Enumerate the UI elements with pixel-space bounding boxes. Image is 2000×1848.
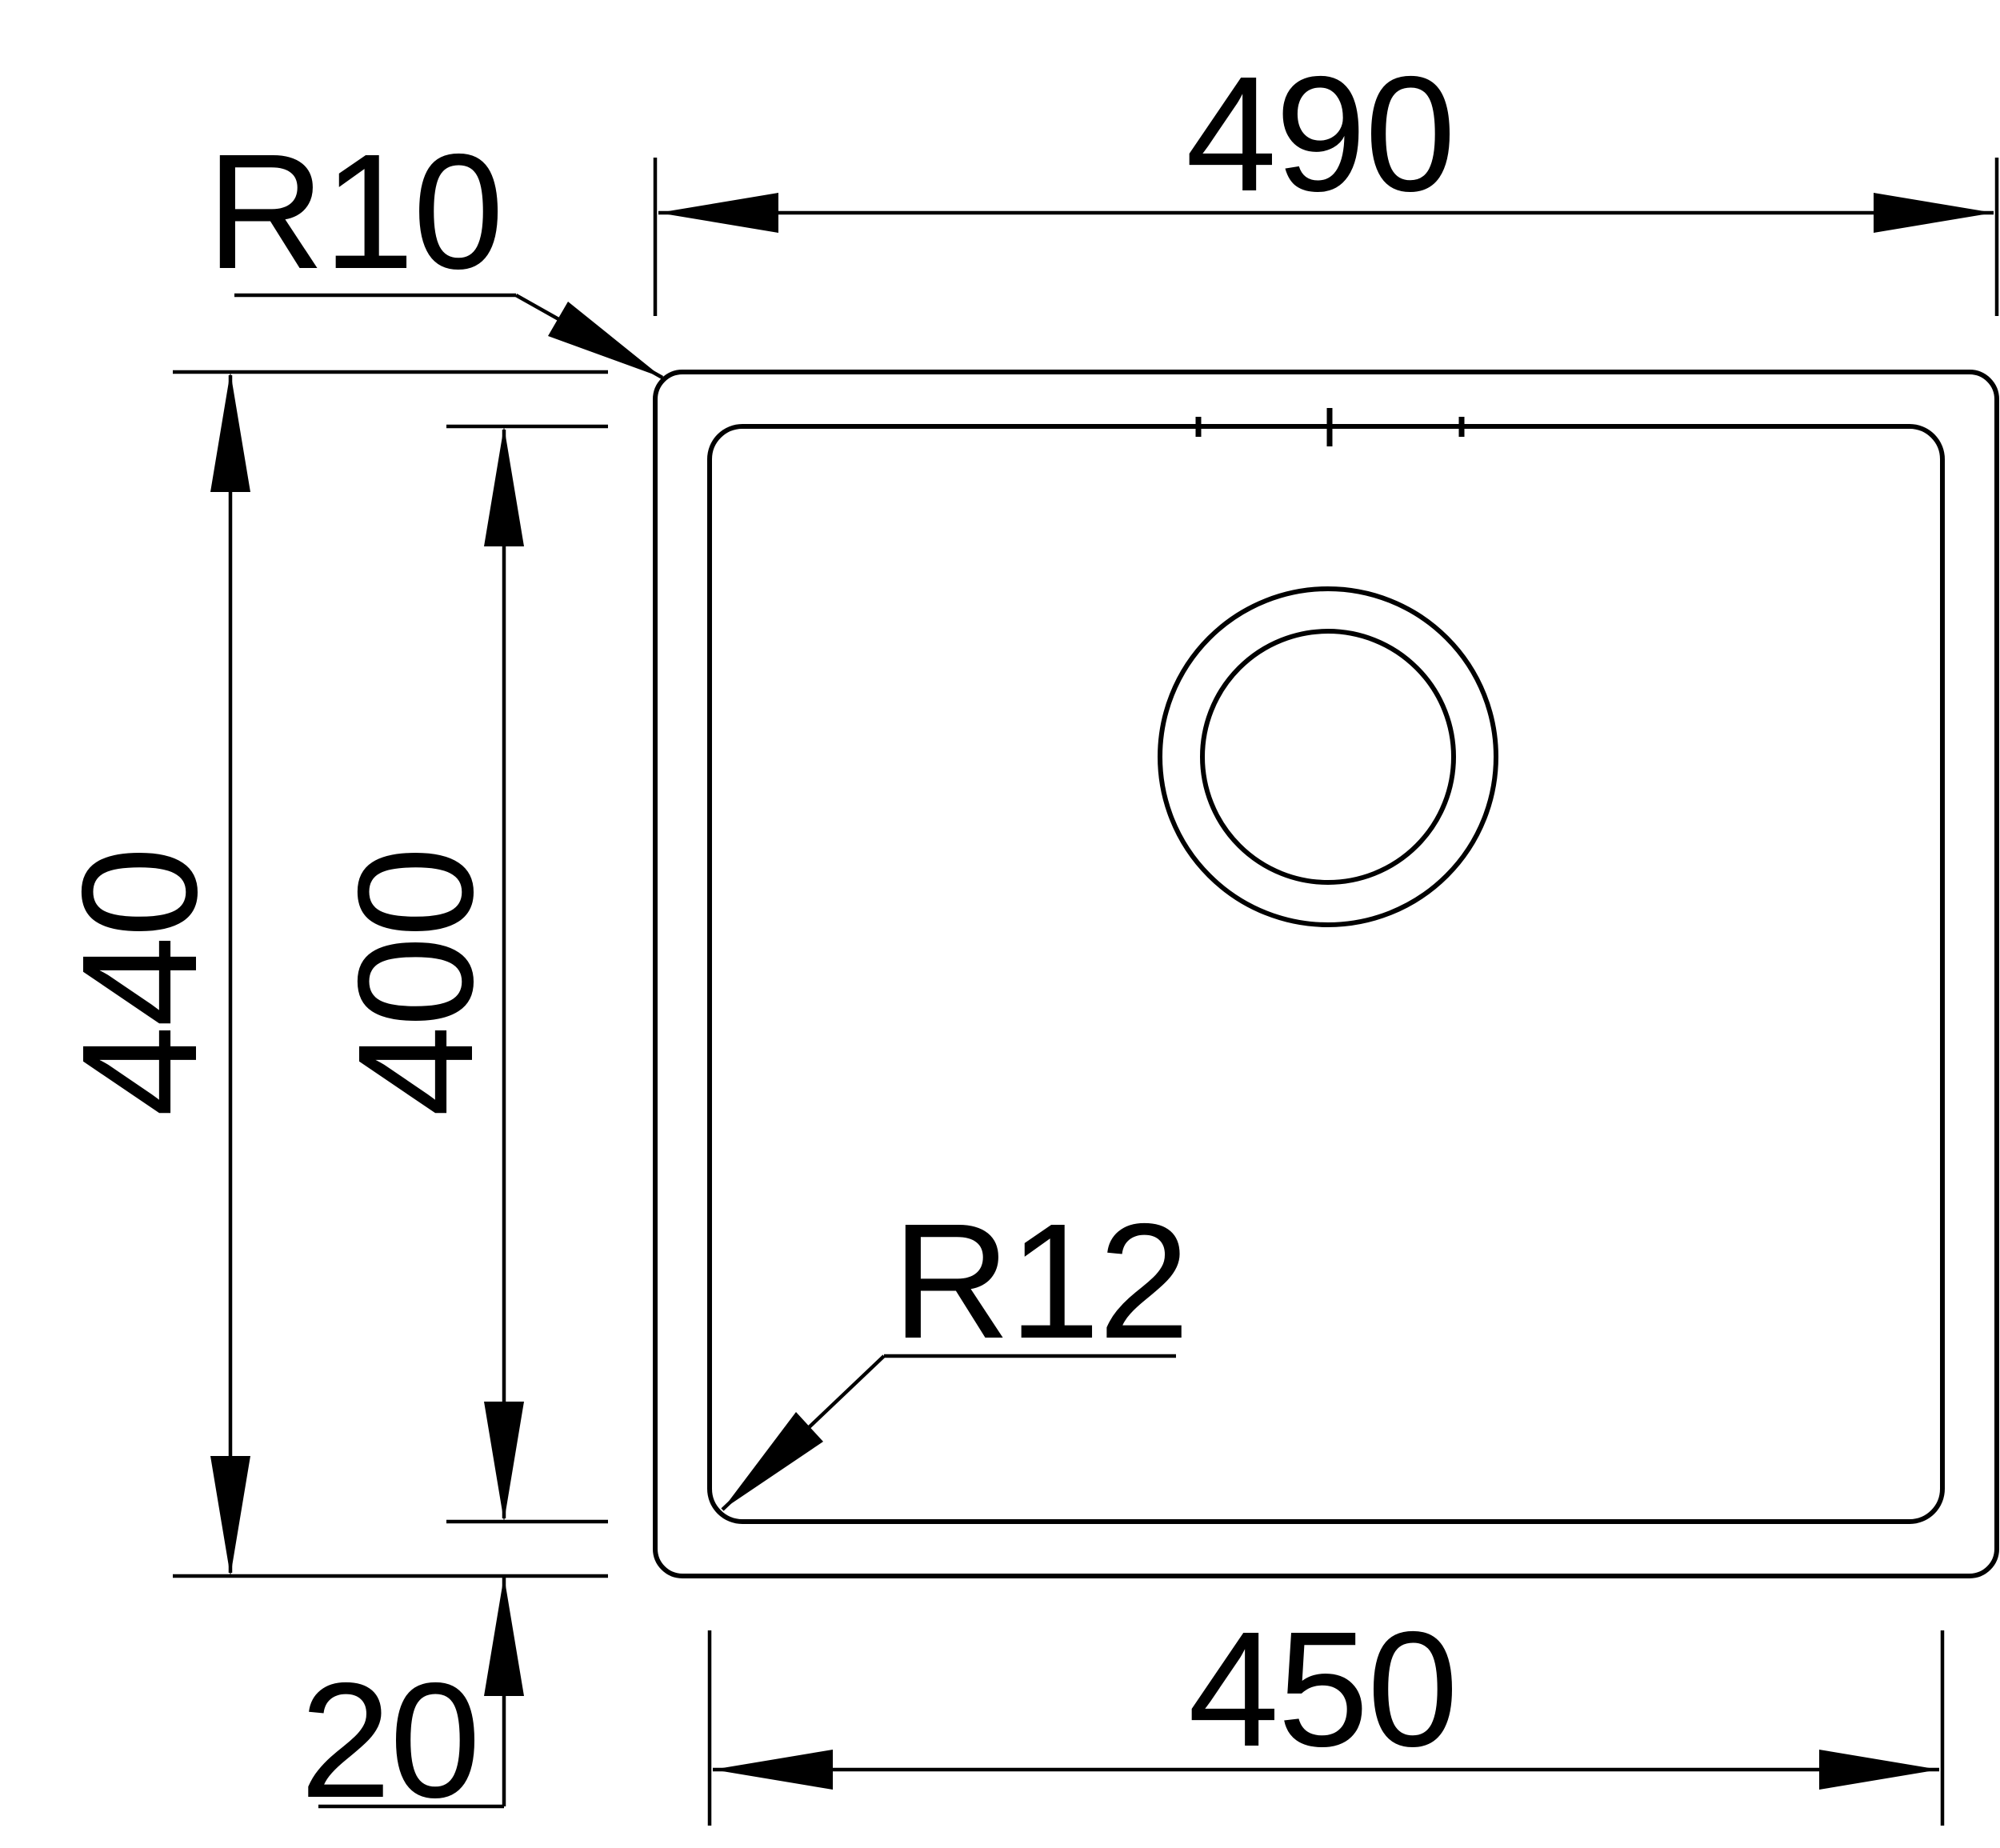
arrow-right-icon	[1819, 1750, 1939, 1790]
dimension-value-bowl-depth: 400	[324, 848, 507, 1117]
dimension-value-outer-depth: 440	[48, 848, 231, 1117]
dimension-value-bowl-width: 450	[1188, 1598, 1457, 1781]
arrow-up-icon	[484, 426, 524, 546]
drain-outer-circle	[1158, 586, 1498, 927]
callout-bowl-corner-radius: R12	[721, 1190, 1190, 1511]
arrow-right-icon	[1874, 193, 1994, 233]
dimension-rim-offset: 20	[300, 1576, 524, 1832]
dimension-value-outer-width: 490	[1186, 42, 1454, 226]
radius-label-bowl: R12	[892, 1190, 1188, 1373]
dimension-outer-width: 490	[653, 42, 1999, 316]
arrow-down-icon	[484, 1402, 524, 1522]
drain-inner-circle	[1200, 629, 1456, 885]
sink-outline-group	[653, 370, 1999, 1578]
sink-bowl-outline	[707, 424, 1945, 1524]
arrow-diagonal-icon	[722, 1412, 823, 1510]
dimension-outer-depth: 440	[48, 370, 608, 1578]
arrow-diagonal-icon	[548, 302, 662, 378]
arrow-down-icon	[210, 1456, 250, 1576]
arrow-left-icon	[658, 193, 778, 233]
arrow-left-icon	[713, 1750, 833, 1790]
radius-label-outer: R10	[206, 120, 502, 303]
sink-outer-rim-outline	[653, 370, 1999, 1578]
dimension-bowl-width: 450	[707, 1598, 1945, 1826]
callout-outer-corner-radius: R10	[206, 120, 664, 379]
dimension-bowl-depth: 400	[324, 424, 608, 1524]
arrow-up-icon	[210, 372, 250, 492]
dimension-value-rim-offset: 20	[300, 1649, 479, 1832]
